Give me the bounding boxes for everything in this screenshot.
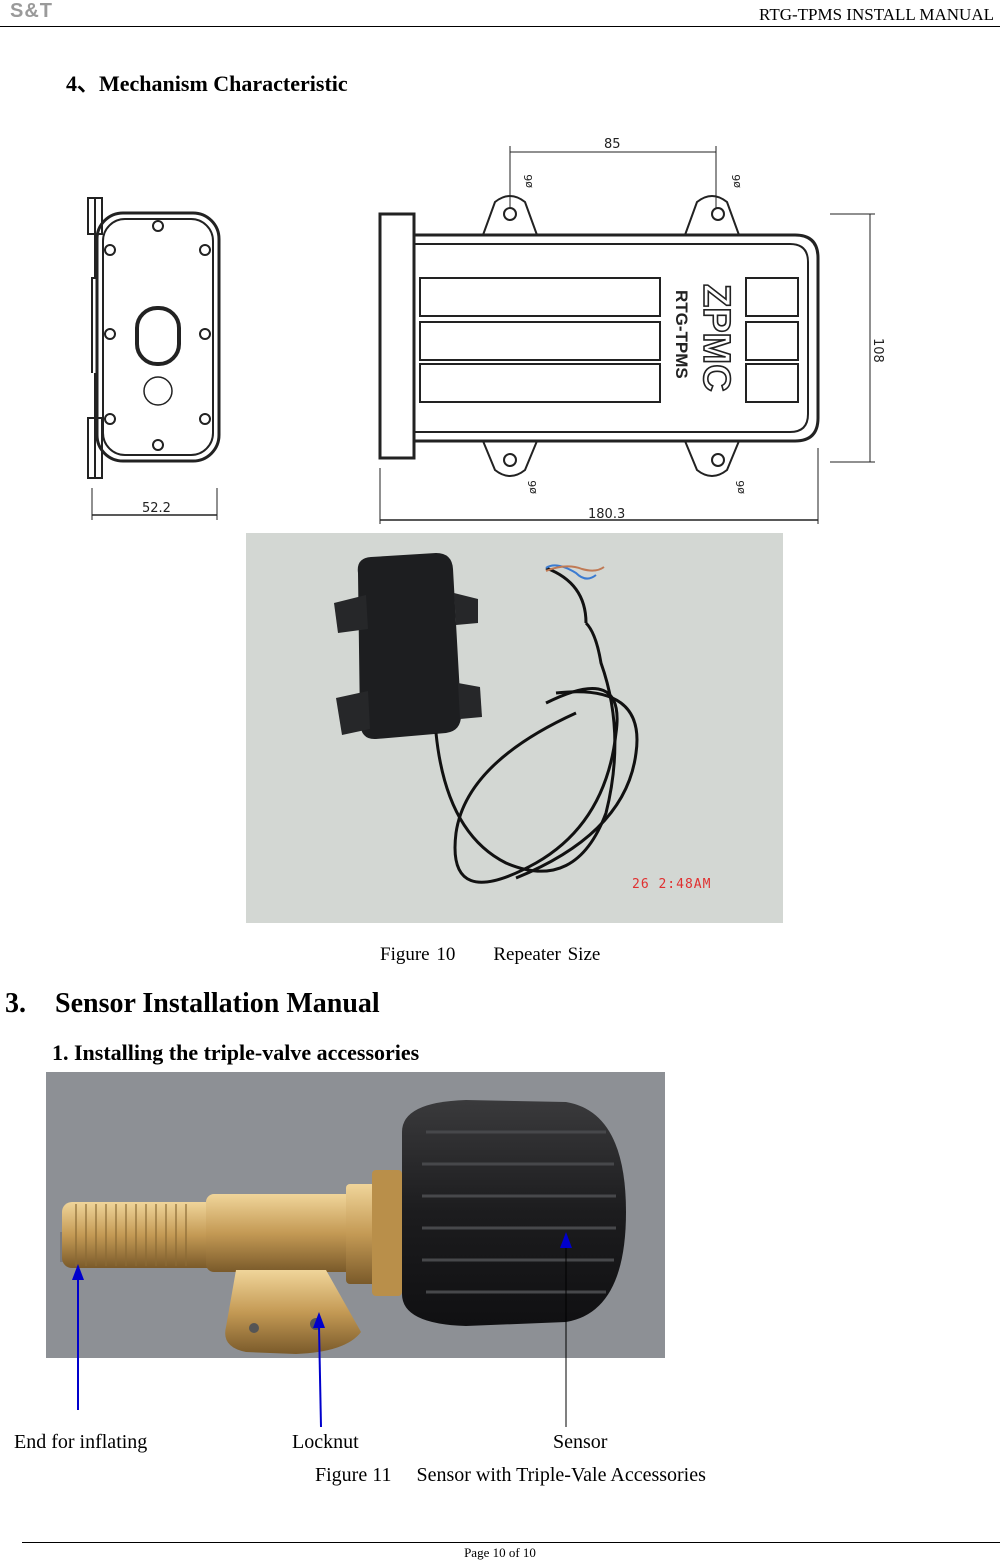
- dim-height: 108: [870, 338, 885, 363]
- brand-text: ZPMC: [695, 284, 737, 392]
- dim-length: 180.3: [588, 507, 625, 522]
- label-sensor: Sensor: [553, 1431, 608, 1453]
- hole-label: ø6: [526, 480, 539, 494]
- section-3-title: Sensor Installation Manual: [55, 988, 380, 1019]
- sensor-photo: [46, 1072, 665, 1358]
- hole-label: ø6: [730, 174, 743, 188]
- company-logo: S&T: [10, 0, 53, 22]
- figure-11-caption: Figure 11 Sensor with Triple-Vale Access…: [315, 1464, 706, 1486]
- sensor-photo-illustration: [46, 1072, 665, 1358]
- photo-timestamp: 26 2:48AM: [632, 877, 712, 892]
- label-locknut: Locknut: [292, 1431, 359, 1453]
- repeater-technical-drawing: 52.2 85 180.3 108 ø6 ø6 ø6 ø6 ZPMC RTG-T…: [87, 137, 885, 524]
- footer-divider: [22, 1542, 1000, 1543]
- label-end-for-inflating: End for inflating: [14, 1431, 148, 1453]
- section-3-heading: 3. Sensor Installation Manual: [5, 988, 380, 1020]
- sub-heading: 1. Installing the triple-valve accessori…: [52, 1040, 420, 1065]
- hole-label: ø6: [522, 174, 535, 188]
- hole-label: ø6: [734, 480, 747, 494]
- dim-front-width: 52.2: [142, 501, 171, 516]
- figure-10-caption: Figure 10 Repeater Size: [380, 944, 601, 965]
- front-view: [87, 197, 221, 520]
- header-divider: [0, 26, 1000, 27]
- dim-hole-spacing: 85: [604, 137, 621, 152]
- repeater-photo: 26 2:48AM: [246, 533, 783, 923]
- model-text: RTG-TPMS: [672, 290, 691, 379]
- manual-title: RTG-TPMS INSTALL MANUAL: [759, 5, 994, 24]
- repeater-photo-illustration: [246, 533, 783, 923]
- page-number: Page 10 of 10: [464, 1545, 536, 1560]
- section-3-number: 3.: [5, 988, 26, 1019]
- side-view: [378, 146, 875, 524]
- section-4-heading: 4、Mechanism Characteristic: [66, 71, 348, 96]
